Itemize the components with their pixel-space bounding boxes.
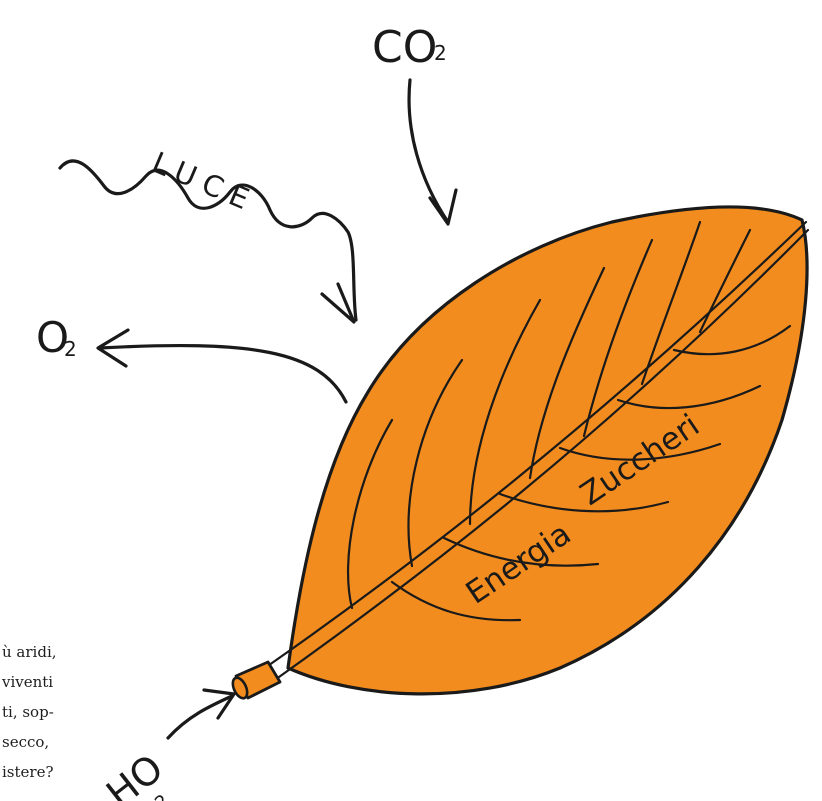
- co2-label: CO 2: [372, 22, 447, 73]
- co2-subscript: 2: [434, 41, 447, 65]
- co2-text: CO: [372, 22, 437, 73]
- o2-subscript: 2: [64, 337, 77, 361]
- h2o-label: HO 2: [98, 746, 185, 801]
- h2o-arrow: [168, 690, 234, 738]
- leaf: [288, 207, 807, 694]
- cropped-page-text: ù aridi, viventi ti, sop- secco, istere?: [1, 643, 57, 781]
- text-line-1: ù aridi,: [2, 643, 57, 661]
- o2-arrow: [98, 330, 346, 402]
- o2-label: O 2: [36, 313, 77, 362]
- text-line-2: viventi: [1, 673, 53, 691]
- text-line-3: ti, sop-: [2, 703, 54, 721]
- text-line-4: secco,: [2, 733, 49, 751]
- text-line-5: istere?: [2, 763, 54, 781]
- co2-arrow: [409, 80, 456, 224]
